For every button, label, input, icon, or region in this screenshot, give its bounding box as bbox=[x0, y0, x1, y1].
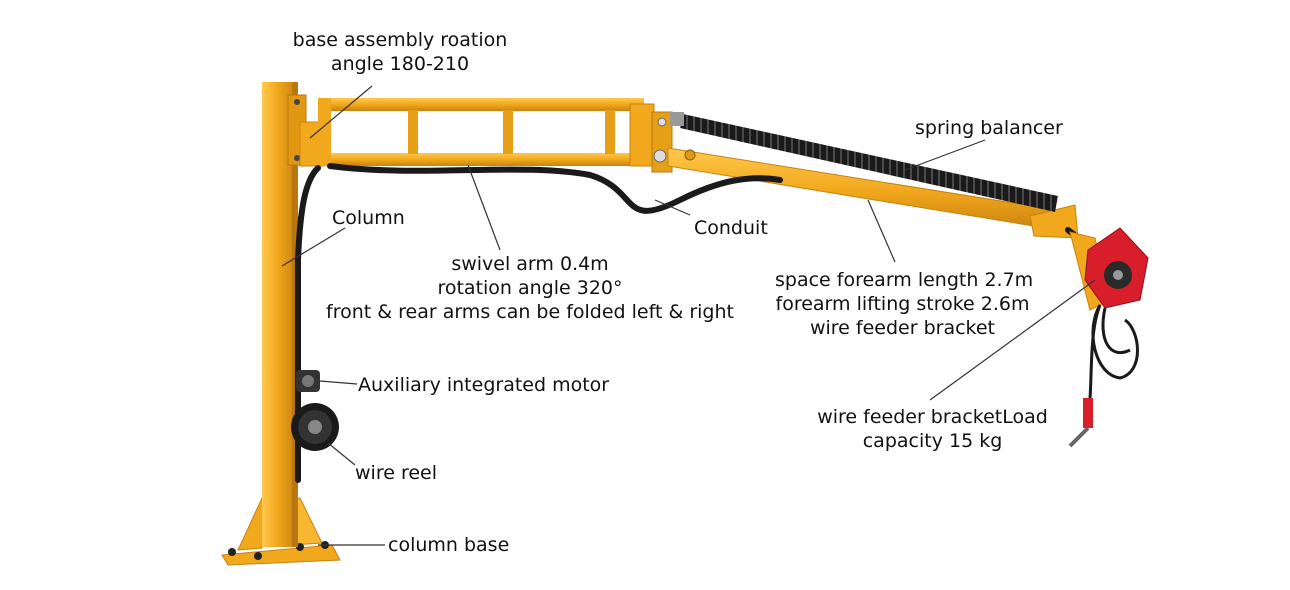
welding-cables bbox=[1088, 304, 1139, 399]
label-forearm-line1: space forearm length 2.7m bbox=[775, 269, 1034, 291]
label-forearm: space forearm length 2.7m forearm liftin… bbox=[775, 268, 1034, 340]
label-base-rotation-line2: angle 180-210 bbox=[330, 53, 470, 75]
leader-feeder-load bbox=[929, 279, 1096, 401]
label-swivel-arm-line1: swivel arm 0.4m bbox=[451, 253, 609, 275]
label-feeder-load-line2: capacity 15 kg bbox=[862, 430, 1003, 452]
leader-forearm bbox=[867, 199, 896, 263]
leader-lines bbox=[281, 85, 1096, 546]
label-column-base: column base bbox=[388, 534, 510, 556]
label-forearm-line3: wire feeder bracket bbox=[809, 317, 996, 339]
leader-swivel-arm bbox=[467, 164, 501, 251]
label-spring-balancer: spring balancer bbox=[915, 117, 1063, 139]
leader-column bbox=[281, 227, 346, 267]
swivel-arm bbox=[299, 98, 673, 173]
label-wire-reel: wire reel bbox=[355, 462, 437, 484]
label-feeder-load-line1: wire feeder bracketLoad bbox=[817, 406, 1048, 428]
welding-torch bbox=[1068, 398, 1093, 448]
label-aux-motor: Auxiliary integrated motor bbox=[358, 374, 610, 396]
leader-conduit bbox=[654, 199, 691, 216]
label-conduit: Conduit bbox=[694, 217, 768, 239]
label-swivel-arm-line3: front & rear arms can be folded left & r… bbox=[326, 301, 734, 323]
spring-balancer bbox=[670, 112, 1058, 212]
wire-reel bbox=[291, 403, 339, 451]
leader-spring-balancer bbox=[904, 139, 986, 171]
wire-feeder bbox=[1084, 227, 1149, 309]
leader-base-rotation bbox=[309, 85, 373, 139]
label-swivel-arm-line2: rotation angle 320° bbox=[437, 277, 623, 299]
label-swivel-arm: swivel arm 0.4m rotation angle 320° fron… bbox=[325, 252, 735, 324]
label-feeder-load: wire feeder bracketLoad capacity 15 kg bbox=[815, 405, 1050, 453]
auxiliary-motor bbox=[296, 370, 320, 392]
label-base-rotation-line1: base assembly roation bbox=[292, 29, 508, 51]
label-column: Column bbox=[332, 207, 405, 229]
label-base-rotation: base assembly roation angle 180-210 bbox=[290, 28, 510, 76]
label-forearm-line2: forearm lifting stroke 2.6m bbox=[775, 293, 1030, 315]
leader-aux-motor bbox=[319, 380, 358, 385]
leader-wire-reel bbox=[327, 442, 356, 466]
